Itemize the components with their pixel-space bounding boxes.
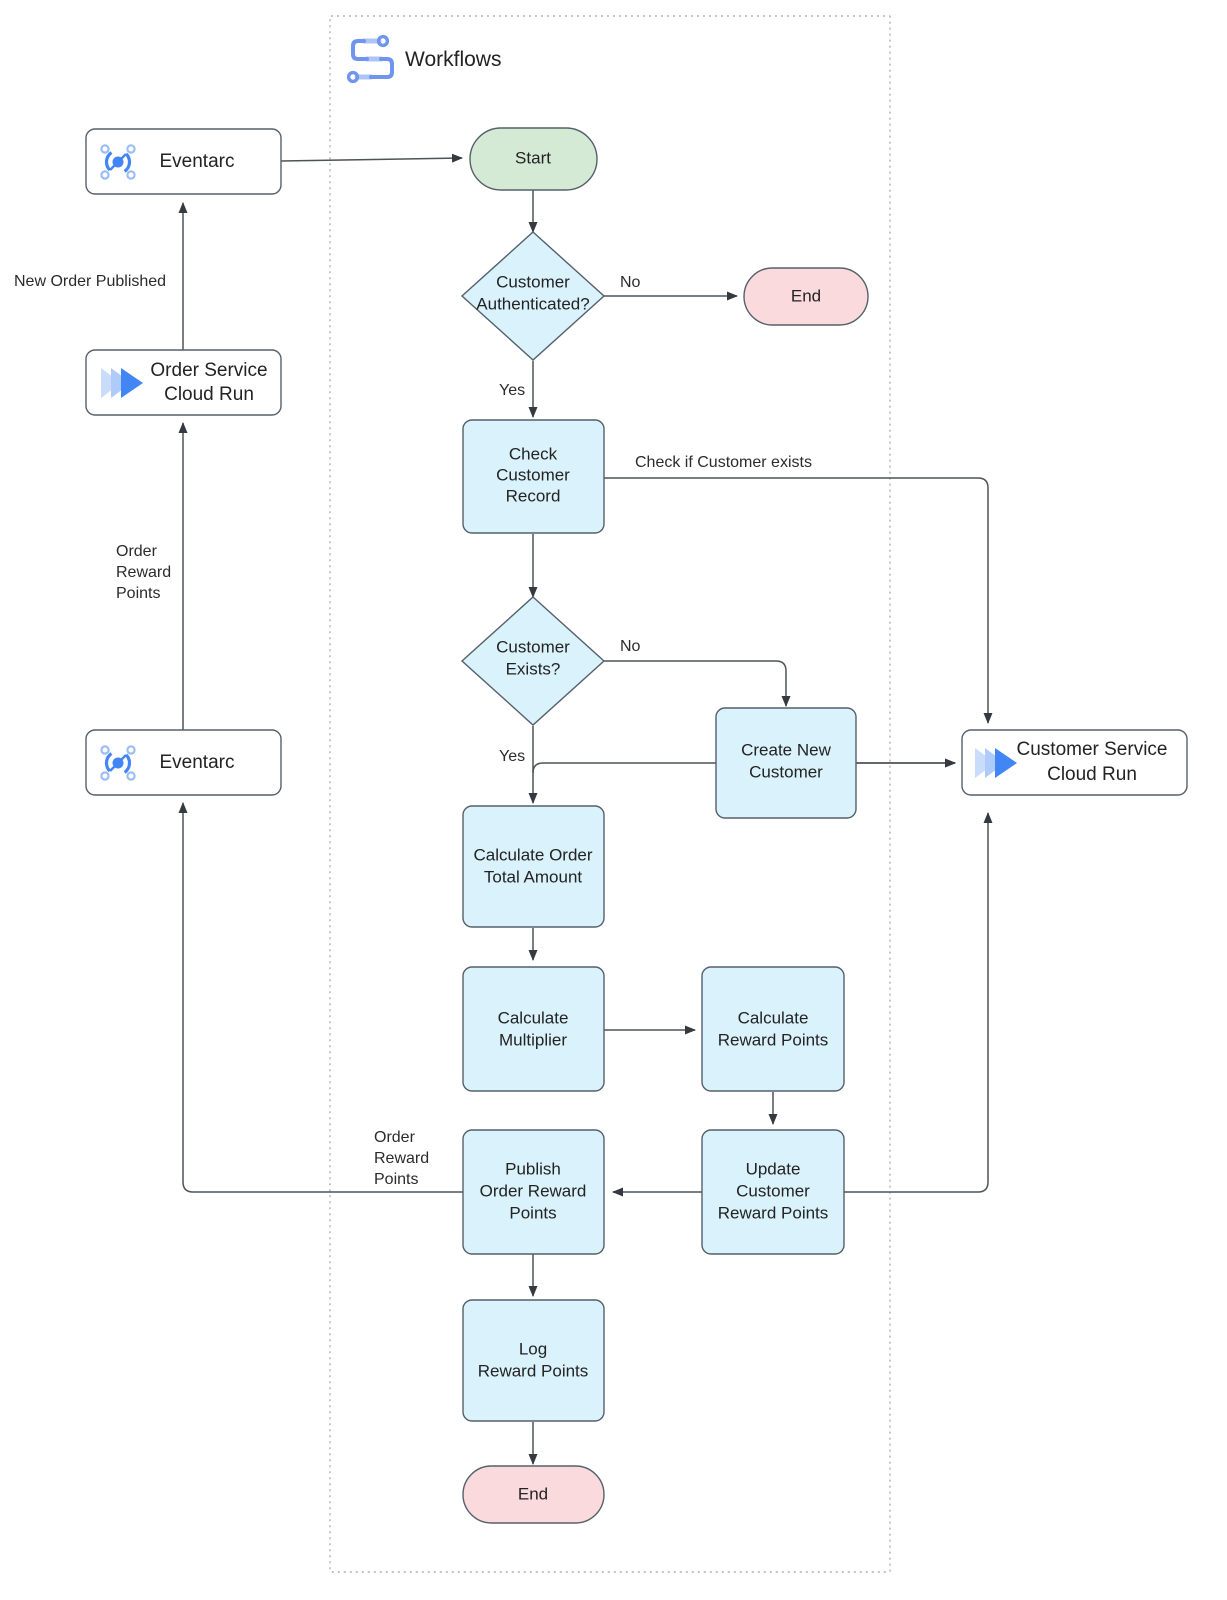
node-customer-exists-line2: Exists? xyxy=(506,659,561,678)
service-customer-service-line1: Customer Service xyxy=(1017,739,1168,760)
node-customer-exists[interactable]: Customer Exists? xyxy=(460,596,606,726)
eventarc-icon xyxy=(100,745,136,781)
node-calculate-order-total-line2: Total Amount xyxy=(484,867,583,886)
workflows-container-border xyxy=(329,15,891,1573)
edge-check-record-to-customer-service xyxy=(604,477,993,724)
edge-label-exists-yes: Yes xyxy=(499,748,525,765)
node-customer-authenticated[interactable]: Customer Authenticated? xyxy=(460,231,606,361)
node-end-top[interactable]: End xyxy=(743,267,869,326)
node-customer-authenticated-line2: Authenticated? xyxy=(476,294,589,313)
node-start[interactable]: Start xyxy=(469,127,598,191)
node-check-customer-record[interactable]: Check Customer Record xyxy=(462,419,605,534)
service-customer-service-cloud-run[interactable]: Customer Service Cloud Run xyxy=(961,729,1188,796)
node-log-reward-points-line1: Log xyxy=(519,1339,547,1358)
workflows-icon xyxy=(346,34,394,84)
service-order-service-cloud-run[interactable]: Order Service Cloud Run xyxy=(85,349,282,416)
node-calculate-reward-points-line1: Calculate xyxy=(738,1008,809,1027)
edge-eventarc-to-start xyxy=(280,153,463,163)
eventarc-icon xyxy=(100,144,136,180)
edge-label-order-reward-points-bottom-1: Order xyxy=(374,1129,416,1146)
node-create-new-customer[interactable]: Create New Customer xyxy=(715,707,857,819)
node-end-bottom[interactable]: End xyxy=(462,1465,605,1524)
node-customer-exists-line1: Customer xyxy=(496,637,570,656)
node-customer-authenticated-line1: Customer xyxy=(496,272,570,291)
node-check-customer-record-line1: Check xyxy=(509,444,558,463)
workflows-container-label: Workflows xyxy=(405,48,501,71)
edge-exists-no-to-create-new-customer xyxy=(604,660,791,707)
service-eventarc-top-label: Eventarc xyxy=(160,151,235,172)
cloud-run-icon xyxy=(975,748,1017,778)
node-calculate-order-total-line1: Calculate Order xyxy=(473,845,592,864)
node-publish-order-reward-points-line1: Publish xyxy=(505,1159,561,1178)
service-order-service-line1: Order Service xyxy=(150,360,267,381)
node-calculate-multiplier-line1: Calculate xyxy=(498,1008,569,1027)
node-update-customer-reward-points[interactable]: Update Customer Reward Points xyxy=(701,1129,845,1255)
edge-label-order-reward-points-left-3: Points xyxy=(116,585,160,602)
edge-label-exists-no: No xyxy=(620,638,641,655)
node-create-new-customer-line1: Create New xyxy=(741,740,831,759)
edge-label-auth-no: No xyxy=(620,274,641,291)
node-start-label: Start xyxy=(515,148,551,167)
node-check-customer-record-line3: Record xyxy=(506,486,561,505)
node-publish-order-reward-points-line2: Order Reward xyxy=(480,1181,587,1200)
edge-label-order-reward-points-left-2: Reward xyxy=(116,564,171,581)
node-update-customer-reward-points-line3: Reward Points xyxy=(718,1203,829,1222)
edge-label-order-reward-points-bottom-2: Reward xyxy=(374,1150,429,1167)
edge-label-order-reward-points-bottom-3: Points xyxy=(374,1171,418,1188)
edge-label-auth-yes: Yes xyxy=(499,382,525,399)
edge-exists-yes-branch-to-customer-service xyxy=(532,758,956,774)
node-end-bottom-label: End xyxy=(518,1484,548,1503)
node-calculate-multiplier-line2: Multiplier xyxy=(499,1030,567,1049)
service-eventarc-bottom[interactable]: Eventarc xyxy=(85,729,282,796)
edge-label-check-if-customer-exists: Check if Customer exists xyxy=(635,454,812,471)
node-log-reward-points-line2: Reward Points xyxy=(478,1361,589,1380)
service-order-service-line2: Cloud Run xyxy=(164,384,254,405)
node-publish-order-reward-points[interactable]: Publish Order Reward Points xyxy=(462,1129,605,1255)
node-calculate-reward-points[interactable]: Calculate Reward Points xyxy=(701,966,845,1092)
cloud-run-icon xyxy=(101,368,143,398)
service-eventarc-bottom-label: Eventarc xyxy=(160,752,235,773)
node-end-top-label: End xyxy=(791,286,821,305)
node-calculate-order-total[interactable]: Calculate Order Total Amount xyxy=(462,805,605,928)
node-publish-order-reward-points-line3: Points xyxy=(509,1203,556,1222)
node-update-customer-reward-points-line1: Update xyxy=(746,1159,801,1178)
node-calculate-reward-points-line2: Reward Points xyxy=(718,1030,829,1049)
service-customer-service-line2: Cloud Run xyxy=(1047,764,1137,785)
service-eventarc-top[interactable]: Eventarc xyxy=(85,128,282,195)
node-calculate-multiplier[interactable]: Calculate Multiplier xyxy=(462,966,605,1092)
node-check-customer-record-line2: Customer xyxy=(496,465,570,484)
edge-label-order-reward-points-left-1: Order xyxy=(116,543,158,560)
edge-publish-to-eventarc-bottom xyxy=(178,802,463,1193)
node-create-new-customer-line2: Customer xyxy=(749,762,823,781)
edge-update-customer-to-customer-service xyxy=(844,812,993,1193)
edge-label-new-order-published: New Order Published xyxy=(14,273,166,290)
node-update-customer-reward-points-line2: Customer xyxy=(736,1181,810,1200)
node-log-reward-points[interactable]: Log Reward Points xyxy=(462,1299,605,1422)
